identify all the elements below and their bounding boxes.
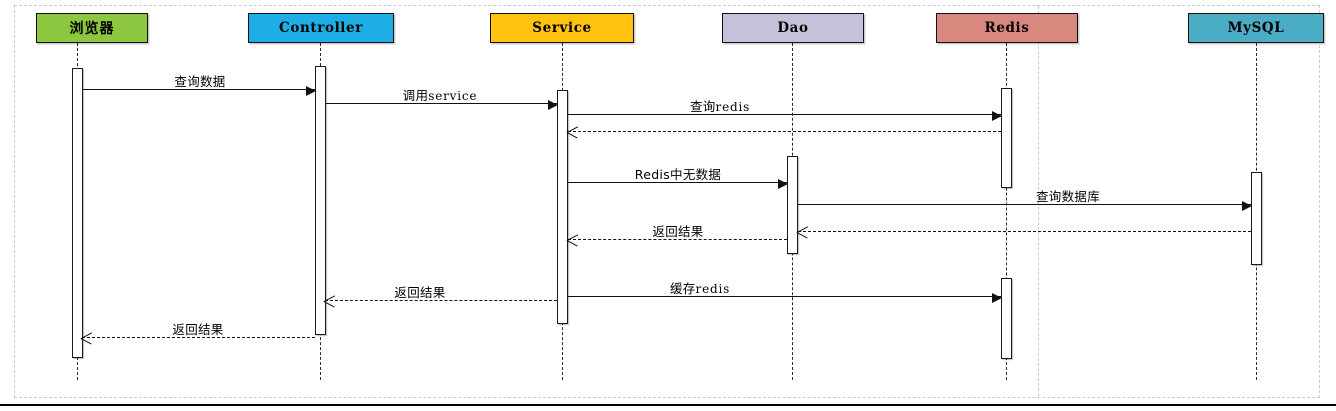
message-label-m9: 缓存redis	[669, 281, 731, 296]
message-arrow-browser-to-controller[interactable]	[82, 85, 316, 96]
message-arrow-controller-to-service[interactable]	[325, 99, 558, 110]
arrowhead-icon	[992, 292, 1002, 303]
activation-bar-browser[interactable]	[72, 68, 83, 358]
participant-label: 浏览器	[69, 21, 115, 37]
activation-bar-mysql[interactable]	[1251, 172, 1262, 265]
arrowhead-icon	[778, 178, 788, 189]
arrowhead-icon	[324, 296, 335, 307]
arrowhead-icon	[797, 227, 808, 238]
activation-bar-redis[interactable]	[1001, 88, 1012, 188]
message-label-mono-m9: redis	[695, 282, 731, 296]
message-arrow-service-to-controller[interactable]	[325, 300, 557, 301]
message-label-m1: 查询数据	[174, 74, 226, 89]
message-label-m6: 查询数据库	[1035, 189, 1101, 204]
arrowhead-icon	[567, 127, 578, 138]
message-arrow-dao-to-mysql[interactable]	[798, 200, 1252, 211]
message-arrow-service-to-redis[interactable]	[568, 292, 1002, 303]
message-label-mono-m2: service	[428, 89, 478, 103]
arrowhead-icon	[1242, 200, 1252, 211]
message-arrow-mysql-to-dao[interactable]	[798, 231, 1251, 232]
participant-label: MySQL	[1227, 20, 1285, 36]
message-arrow-service-to-dao[interactable]	[568, 178, 788, 189]
diagram-frame	[14, 5, 1320, 398]
participant-box-mysql[interactable]: MySQL	[1188, 13, 1324, 43]
message-arrow-service-to-redis[interactable]	[568, 110, 1002, 121]
participant-box-dao[interactable]: Dao	[722, 13, 864, 43]
participant-label: Redis	[984, 20, 1030, 36]
arrowhead-icon	[306, 85, 316, 96]
activation-bar-service[interactable]	[557, 90, 568, 324]
participant-box-controller[interactable]: Controller	[248, 13, 394, 43]
message-label-m5: Redis中无数据	[634, 167, 722, 182]
participant-box-service[interactable]: Service	[490, 13, 634, 43]
participant-label: Controller	[279, 20, 363, 36]
message-label-m3: 查询redis	[689, 99, 751, 114]
participant-label: Dao	[777, 20, 809, 36]
arrowhead-icon	[992, 110, 1002, 121]
message-arrow-controller-to-browser[interactable]	[82, 337, 315, 338]
message-label-m10: 返回结果	[394, 285, 446, 300]
participant-box-redis[interactable]: Redis	[936, 13, 1078, 43]
arrowhead-icon	[81, 333, 92, 344]
lifeline-redis	[1006, 43, 1007, 380]
message-label-mono-m3: redis	[715, 100, 751, 114]
message-arrow-dao-to-service[interactable]	[568, 239, 787, 240]
arrowhead-icon	[548, 99, 558, 110]
canvas-top-edge	[0, 0, 1336, 3]
activation-bar-dao[interactable]	[787, 156, 798, 254]
participant-label: Service	[532, 20, 592, 36]
activation-bar-controller[interactable]	[315, 66, 326, 335]
activation-bar-redis[interactable]	[1001, 278, 1012, 359]
lifeline-boundary	[1038, 6, 1039, 396]
message-label-m2: 调用service	[402, 88, 478, 103]
arrowhead-icon	[567, 235, 578, 246]
participant-box-browser[interactable]: 浏览器	[36, 13, 148, 43]
canvas-bottom-edge	[0, 404, 1336, 411]
message-label-m11: 返回结果	[172, 322, 224, 337]
message-label-m8: 返回结果	[652, 224, 704, 239]
message-arrow-redis-to-service[interactable]	[568, 131, 1001, 132]
